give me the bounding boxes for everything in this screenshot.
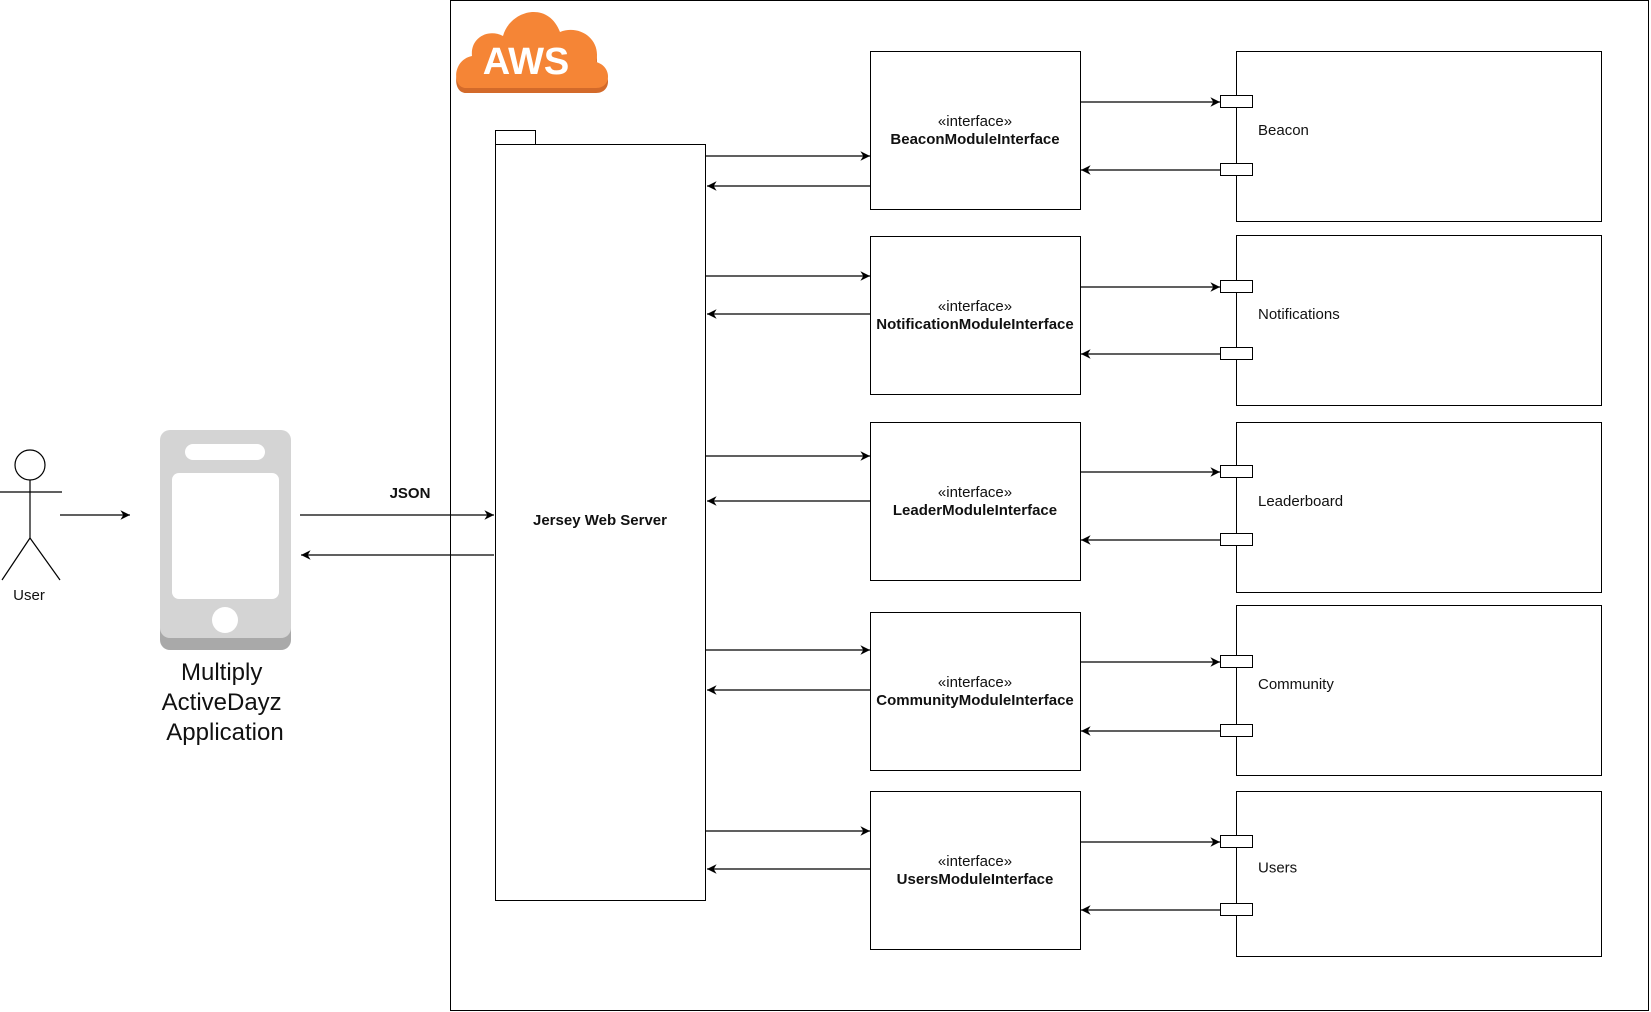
aws-boundary [450, 0, 1649, 1011]
device-label-line-1: Multiply [181, 659, 262, 686]
module-label: Users [1258, 860, 1297, 877]
user-actor-icon [0, 449, 62, 581]
aws-label: AWS [483, 41, 570, 83]
actor-label: User [13, 587, 45, 604]
module-label: Community [1258, 676, 1334, 693]
mobile-phone-icon [160, 430, 291, 650]
module-label: Leaderboard [1258, 493, 1343, 510]
module-port [1220, 724, 1253, 737]
interface-box [870, 51, 1081, 210]
interface-stereotype: «interface» [938, 298, 1012, 315]
interface-rows: «interface»BeaconModuleInterfaceBeacon«i… [706, 51, 1602, 957]
module-port [1220, 347, 1253, 360]
interface-name: CommunityModuleInterface [876, 692, 1074, 709]
device-label: Multiply ActiveDayz Application [162, 659, 289, 746]
interface-name: NotificationModuleInterface [876, 316, 1074, 333]
aws-cloud-icon: AWS [456, 11, 608, 93]
interface-stereotype: «interface» [938, 113, 1012, 130]
module-label: Notifications [1258, 306, 1340, 323]
module-label: Beacon [1258, 122, 1309, 139]
module-component-box [1236, 422, 1602, 593]
module-port [1220, 655, 1253, 668]
module-component-box [1236, 791, 1602, 957]
jersey-server-package [495, 130, 706, 901]
interface-name: LeaderModuleInterface [893, 502, 1057, 519]
interface-box [870, 236, 1081, 395]
json-label-bg [380, 478, 448, 504]
json-label: JSON [390, 485, 431, 502]
module-port [1220, 903, 1253, 916]
interface-stereotype: «interface» [938, 674, 1012, 691]
interface-box [870, 791, 1081, 950]
interface-name: UsersModuleInterface [897, 871, 1054, 888]
module-component-box [1236, 605, 1602, 776]
module-port [1220, 163, 1253, 176]
interface-name: BeaconModuleInterface [890, 131, 1059, 148]
module-port [1220, 95, 1253, 108]
module-component-box [1236, 51, 1602, 222]
interface-stereotype: «interface» [938, 853, 1012, 870]
device-label-line-2: ActiveDayz [162, 689, 282, 716]
module-port [1220, 465, 1253, 478]
interface-box [870, 422, 1081, 581]
interface-box [870, 612, 1081, 771]
module-port [1220, 835, 1253, 848]
server-label: Jersey Web Server [533, 512, 667, 529]
module-port [1220, 533, 1253, 546]
interface-stereotype: «interface» [938, 484, 1012, 501]
device-label-line-3: Application [166, 719, 283, 746]
module-component-box [1236, 235, 1602, 406]
module-port [1220, 280, 1253, 293]
